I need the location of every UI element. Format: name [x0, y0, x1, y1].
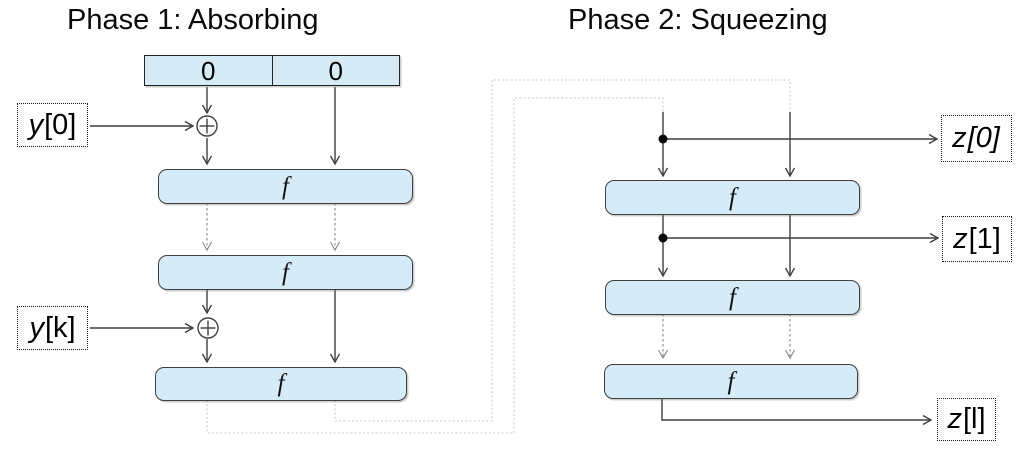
xor-icon [196, 115, 218, 137]
input-block-yk: y[k] [17, 306, 88, 350]
input-y0-index: [0] [44, 108, 77, 141]
squeeze-f-box-1: f [605, 180, 860, 215]
output-block-zl: z[l] [937, 398, 996, 441]
output-zl-var: z [947, 403, 962, 435]
arrow-p2f3-to-zl [661, 398, 931, 420]
output-z1-var: z [953, 222, 968, 255]
output-z0-var: z [952, 122, 967, 154]
absorb-f-box-2: f [158, 255, 413, 290]
output-z0-index: [0] [967, 122, 1000, 154]
output-z1-index: [1] [968, 222, 1001, 255]
input-y0-var: y [28, 108, 44, 141]
state-cell-capacity: 0 [328, 55, 343, 86]
output-block-z1: z[1] [942, 216, 1012, 262]
junction-dot-z0 [658, 134, 668, 144]
junction-dot-z1 [658, 233, 668, 243]
squeeze-f-box-2: f [605, 280, 860, 315]
input-block-y0: y[0] [17, 103, 88, 147]
output-block-z0: z[0] [941, 115, 1012, 162]
loop-line-capacity-part [334, 79, 791, 422]
absorb-f-box-1: f [158, 169, 413, 204]
phase1-title: Phase 1: Absorbing [67, 4, 319, 36]
absorb-f-box-3: f [155, 367, 407, 401]
input-yk-index: [k] [44, 311, 76, 344]
output-zl-index: [l] [962, 403, 986, 435]
squeeze-f-box-3: f [604, 364, 858, 399]
state-cell-rate: 0 [145, 56, 273, 85]
input-yk-var: y [29, 311, 44, 344]
initial-state-register: 0 0 [144, 55, 400, 86]
phase2-title: Phase 2: Squeezing [568, 4, 828, 36]
xor-icon [197, 317, 219, 339]
